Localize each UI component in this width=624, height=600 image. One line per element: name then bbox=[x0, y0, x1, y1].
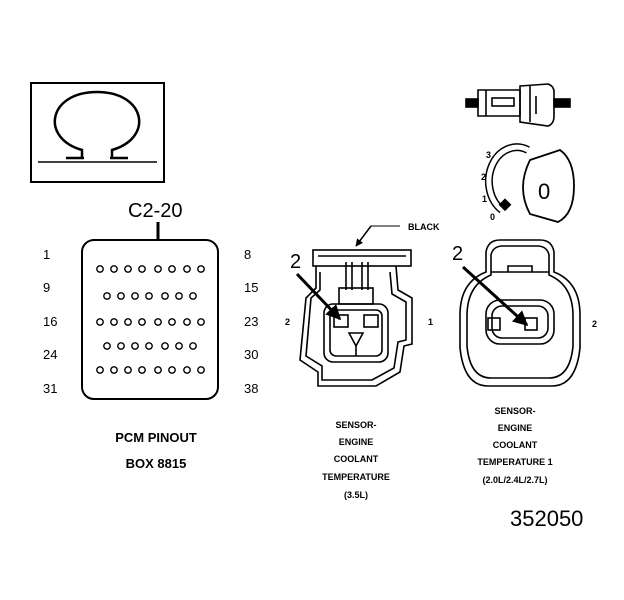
pcm-right-pin-label: 23 bbox=[244, 314, 258, 329]
ect-1-housing bbox=[459, 239, 581, 387]
pcm-pin-hole bbox=[154, 318, 162, 326]
pcm-left-pin-label: 24 bbox=[43, 347, 57, 362]
meter-scale-label: 0 bbox=[490, 212, 495, 222]
ect-35l-caption-line: COOLANT bbox=[334, 454, 379, 464]
figure-number: 352050 bbox=[510, 506, 583, 531]
pcm-right-pin-label: 15 bbox=[244, 280, 258, 295]
pcm-pin-hole bbox=[154, 366, 162, 374]
pcm-pin-grid bbox=[96, 265, 205, 374]
pcm-pin-hole bbox=[154, 265, 162, 273]
pcm-pin-hole bbox=[138, 366, 146, 374]
ect-1-caption-line: SENSOR- bbox=[494, 406, 535, 416]
pcm-pin-hole bbox=[189, 342, 197, 350]
ect-35l-side-right-label: 1 bbox=[428, 317, 433, 327]
pcm-pin-hole bbox=[103, 342, 111, 350]
pcm-pin-hole bbox=[168, 366, 176, 374]
pcm-pin-hole bbox=[161, 342, 169, 350]
ect-35l-caption-line: TEMPERATURE bbox=[322, 472, 390, 482]
ect-sensor-35l-connector: BLACK 2 2 1 SENSOR- ENGINE COOLANT TEMPE bbox=[285, 222, 440, 500]
plug-connector-icon bbox=[465, 83, 571, 127]
pcm-pin-hole bbox=[168, 318, 176, 326]
pcm-right-pin-label: 8 bbox=[244, 247, 251, 262]
ect-1-caption-line: ENGINE bbox=[498, 423, 533, 433]
pcm-pin-hole bbox=[117, 292, 125, 300]
pcm-right-pin-label: 30 bbox=[244, 347, 258, 362]
pcm-pin-hole bbox=[131, 342, 139, 350]
pcm-pin-hole bbox=[138, 265, 146, 273]
pcm-pin-hole bbox=[96, 265, 104, 273]
pcm-caption-line2: BOX 8815 bbox=[126, 456, 187, 471]
pcm-pin-hole bbox=[197, 366, 205, 374]
pcm-pin-hole bbox=[124, 265, 132, 273]
pcm-pin-hole bbox=[110, 366, 118, 374]
pcm-pin-hole bbox=[110, 265, 118, 273]
pcm-left-pin-label: 31 bbox=[43, 381, 57, 396]
pcm-pin-hole bbox=[145, 292, 153, 300]
pcm-connector-body bbox=[81, 239, 219, 400]
ect-1-caption-line: (2.0L/2.4L/2.7L) bbox=[482, 475, 547, 485]
ohm-icon bbox=[53, 90, 141, 160]
ect-1-caption-line: COOLANT bbox=[493, 440, 538, 450]
ect-35l-caption-line: ENGINE bbox=[339, 437, 374, 447]
ect-1-callout-arrow bbox=[461, 265, 529, 327]
meter-reading: 0 bbox=[538, 179, 550, 204]
ect-1-callout-label: 2 bbox=[452, 243, 463, 265]
pcm-right-pin-label: 38 bbox=[244, 381, 258, 396]
ect-1-side-right-label: 2 bbox=[592, 319, 597, 329]
pcm-pin-hole bbox=[183, 318, 191, 326]
pcm-left-pin-label: 9 bbox=[43, 280, 50, 295]
meter-scale-label: 3 bbox=[486, 150, 491, 160]
meter-icon: 3 2 1 0 0 bbox=[481, 143, 575, 223]
pcm-caption-line1: PCM PINOUT bbox=[115, 430, 197, 445]
pcm-pin-hole bbox=[161, 292, 169, 300]
pcm-pin-hole bbox=[131, 292, 139, 300]
pcm-left-pin-label: 16 bbox=[43, 314, 57, 329]
pcm-pin-hole bbox=[197, 265, 205, 273]
meter-scale-label: 1 bbox=[482, 194, 487, 204]
ect-35l-side-left-label: 2 bbox=[285, 317, 290, 327]
ohm-symbol-box bbox=[30, 82, 165, 183]
pcm-pin-hole bbox=[197, 318, 205, 326]
ect-35l-housing bbox=[299, 249, 413, 387]
pcm-pin-hole bbox=[175, 292, 183, 300]
pcm-callout-label: C2-20 bbox=[128, 200, 182, 222]
ect-1-caption-line: TEMPERATURE 1 bbox=[477, 457, 552, 467]
ect-35l-callout-arrow bbox=[295, 272, 342, 321]
pcm-pin-hole bbox=[145, 342, 153, 350]
pcm-pin-hole bbox=[124, 366, 132, 374]
meter-scale-label: 2 bbox=[481, 172, 486, 182]
ect-35l-caption-line: (3.5L) bbox=[344, 490, 368, 500]
wire-color-label: BLACK bbox=[408, 222, 440, 232]
pcm-left-pin-label: 1 bbox=[43, 247, 50, 262]
pcm-pin-hole bbox=[110, 318, 118, 326]
pcm-pin-hole bbox=[138, 318, 146, 326]
pcm-pin-hole bbox=[96, 366, 104, 374]
pcm-pin-hole bbox=[189, 292, 197, 300]
pcm-pin-hole bbox=[96, 318, 104, 326]
ect-sensor-1-connector: 2 2 SENSOR- ENGINE COOLANT TEMPERATURE 1… bbox=[452, 239, 597, 485]
pcm-pin-hole bbox=[183, 265, 191, 273]
pcm-pin-hole bbox=[168, 265, 176, 273]
pcm-pin-hole bbox=[183, 366, 191, 374]
pcm-pin-hole bbox=[175, 342, 183, 350]
ect-35l-caption-line: SENSOR- bbox=[335, 420, 376, 430]
pcm-pin-hole bbox=[117, 342, 125, 350]
pcm-pin-hole bbox=[124, 318, 132, 326]
ect-35l-callout-label: 2 bbox=[290, 251, 301, 273]
pcm-connector: C2-20 1 9 16 24 31 8 15 23 30 38 PCM PIN… bbox=[43, 200, 258, 471]
pcm-pin-hole bbox=[103, 292, 111, 300]
